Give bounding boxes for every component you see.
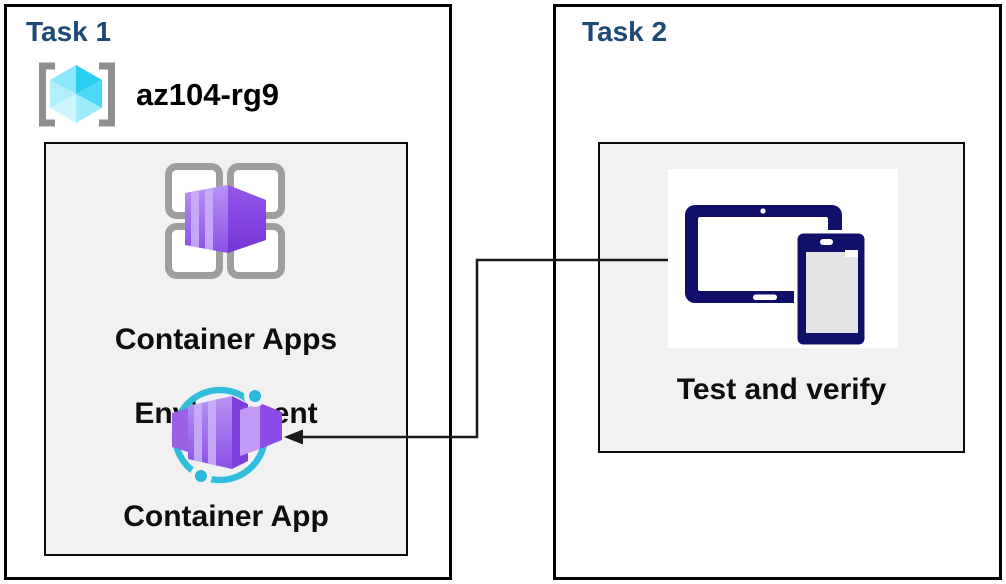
container-app-icon <box>171 385 282 487</box>
task1-title: Task 1 <box>26 16 112 47</box>
resource-group-icon <box>39 62 115 127</box>
test-and-verify-label: Test and verify <box>676 373 887 406</box>
container-apps-environment-icon <box>165 163 285 279</box>
task2-title: Task 2 <box>582 16 668 47</box>
resource-group-name: az104-rg9 <box>136 77 280 112</box>
container-app-label: Container App <box>123 500 329 533</box>
devices-icon <box>685 205 868 348</box>
devices-icon-background <box>668 169 898 348</box>
environment-label-line1: Container Apps <box>114 323 338 356</box>
resource-group: az104-rg9 <box>34 56 279 134</box>
